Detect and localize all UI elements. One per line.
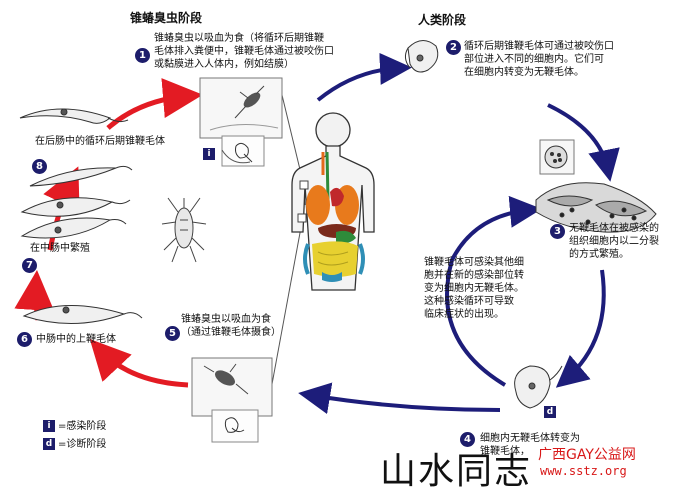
arrow-5-to-6 xyxy=(89,339,189,388)
diagnostic-marker-icon: d xyxy=(544,406,556,418)
legend-diagnostic-label: =诊断阶段 xyxy=(58,439,107,450)
infective-marker-icon: i xyxy=(203,148,215,160)
step-3-badge: 3 xyxy=(550,224,565,239)
trypomastigote-human-top xyxy=(404,40,439,73)
step-7-text: 在中肠中繁殖 xyxy=(30,243,90,254)
multiplying-epimastigotes-midgut xyxy=(20,165,133,239)
metacyclic-trypomastigote-hindgut xyxy=(19,108,129,124)
step-6-text: 中肠中的上鞭毛体 xyxy=(36,334,116,345)
arrow-1-to-2 xyxy=(316,52,412,102)
infected-tissue-drawing xyxy=(535,182,657,233)
arrow-8-to-1 xyxy=(106,78,203,130)
reinfection-note: 锥鞭毛体可感染其他细胞并在新的感染部位转变为细胞内无鞭毛体。这种感染循环可导致临… xyxy=(424,257,524,320)
legend-diagnostic-icon: d xyxy=(43,438,55,450)
infected-cell-top xyxy=(539,139,575,175)
bug-bite-panel-top xyxy=(199,77,283,167)
step-5-badge: 5 xyxy=(165,326,180,341)
step-2-badge: 2 xyxy=(446,40,461,55)
watermark-main: 山水同志 xyxy=(380,451,533,492)
epimastigote-midgut xyxy=(22,304,143,325)
arrow-4-to-3 xyxy=(445,195,542,387)
watermark-site-name: 广西GAY公益网 xyxy=(538,447,636,463)
step-4-badge: 4 xyxy=(460,432,475,447)
legend-infective-label: =感染阶段 xyxy=(58,421,107,432)
step-3-text: 无鞭毛体在被感染的组织细胞内以二分裂的方式繁殖。 xyxy=(569,223,659,260)
arrow-2-to-3 xyxy=(547,103,620,182)
arrow-3-to-4 xyxy=(555,269,606,388)
human-body-figure xyxy=(291,112,375,291)
watermark-site-url: www.sstz.org xyxy=(540,464,627,478)
step-2-text: 循环后期锥鞭毛体可通过被咬伤口部位进入不同的细胞内。它们可在细胞内转变为无鞭毛体… xyxy=(464,41,614,78)
triatomine-bug-drawing xyxy=(161,197,207,263)
trypomastigote-human-bottom xyxy=(514,365,563,409)
step-8-badge: 8 xyxy=(32,159,47,174)
step-8-text: 在后肠中的循环后期锥鞭毛体 xyxy=(35,136,165,147)
bug-stages-header: 锥蝽臭虫阶段 xyxy=(130,11,203,25)
step-5-text: 锥蝽臭虫以吸血为食（通过锥鞭毛体摄食） xyxy=(181,314,281,338)
step-6-badge: 6 xyxy=(17,332,32,347)
step-1-badge: 1 xyxy=(135,48,150,63)
step-4-text: 细胞内无鞭毛体转变为锥鞭毛体， xyxy=(480,433,580,457)
human-stages-header: 人类阶段 xyxy=(418,13,467,27)
step-7-badge: 7 xyxy=(22,258,37,273)
legend-infective-icon: i xyxy=(43,420,55,432)
arrow-4-to-5 xyxy=(298,382,501,415)
step-1-text: 锥蝽臭虫以吸血为食（将循环后期锥鞭毛体排入粪便中，锥鞭毛体通过被咬伤口或黏膜进入… xyxy=(154,33,334,70)
bug-bite-panel-bottom xyxy=(191,357,273,443)
